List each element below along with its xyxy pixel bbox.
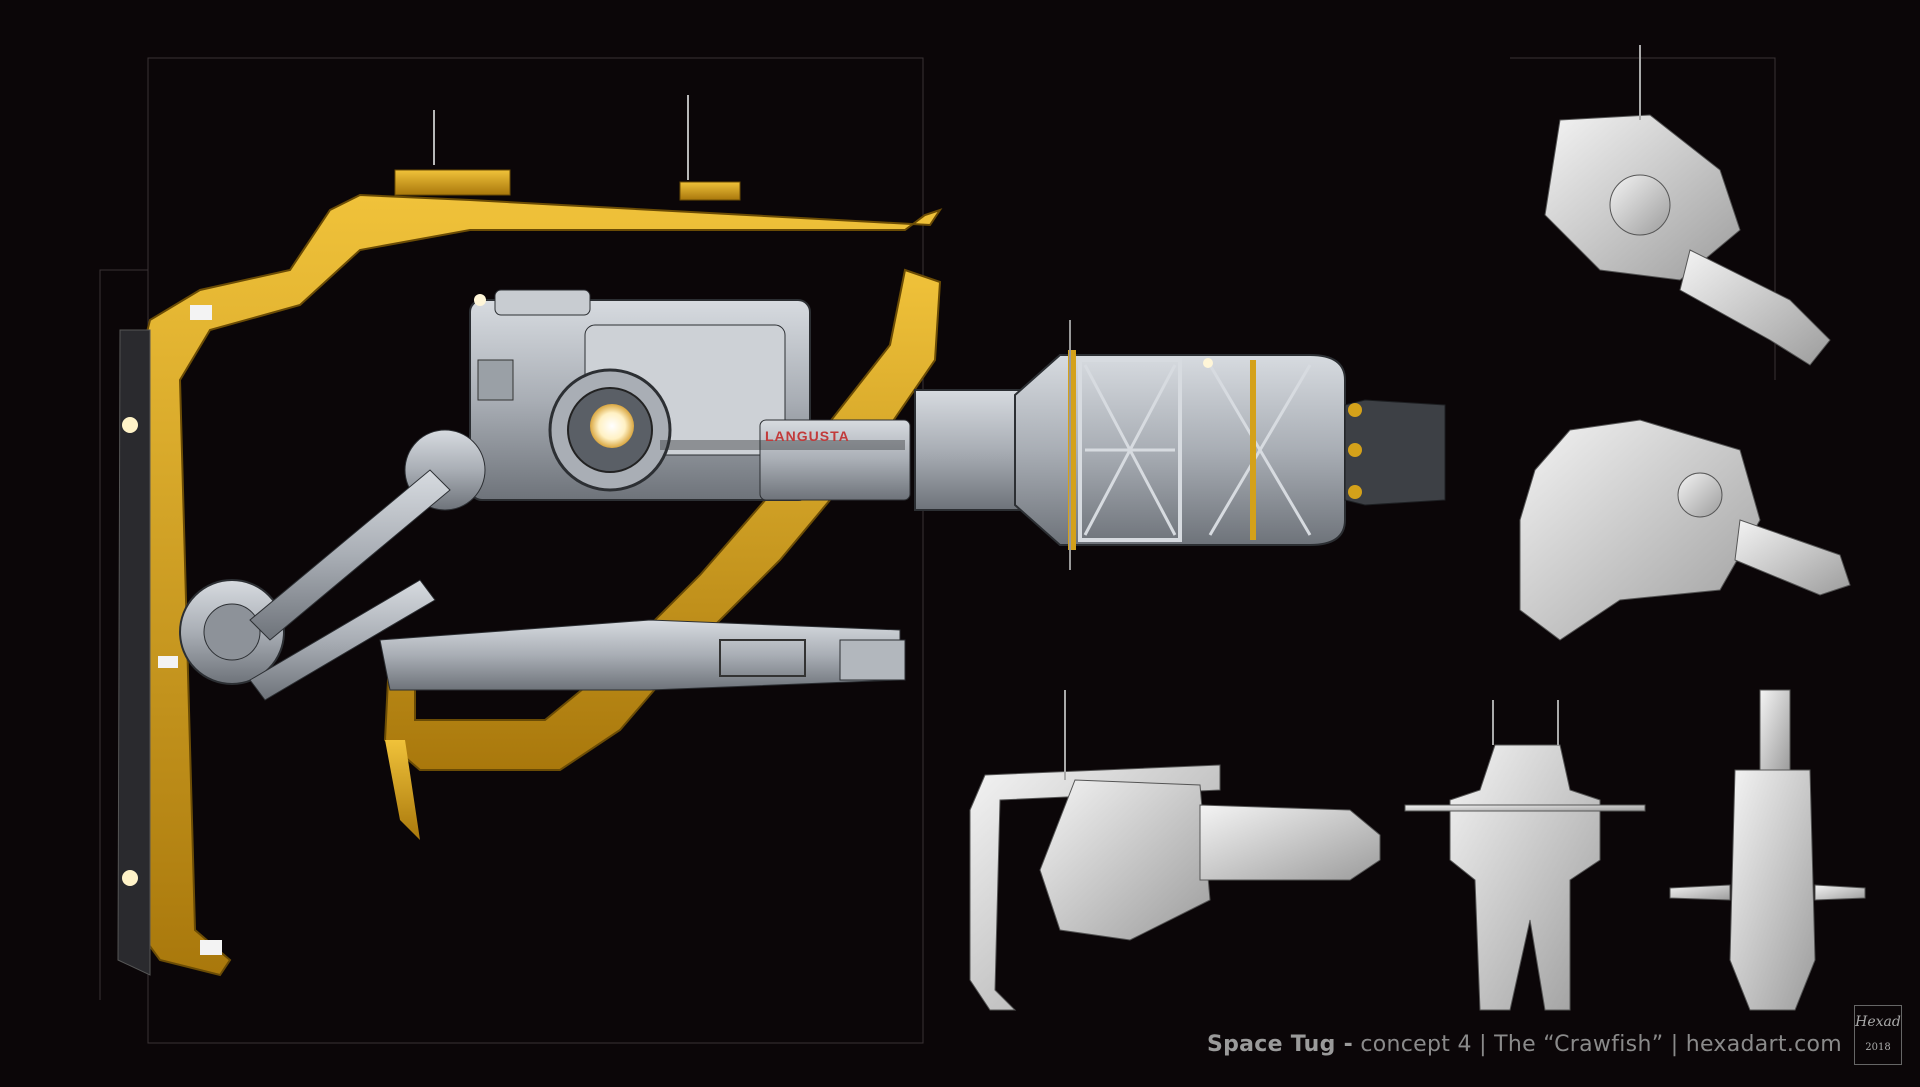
caption-separator: |	[1479, 1032, 1487, 1057]
artist-signature: Hexad 2018	[1854, 1005, 1902, 1065]
signature-year: 2018	[1865, 1042, 1891, 1053]
clay-view-side	[969, 690, 1381, 1011]
caption: Space Tug - concept 4 | The “Crawfish” |…	[1207, 1032, 1842, 1057]
clay-view-front	[1404, 700, 1646, 1011]
caption-concept: concept 4	[1360, 1032, 1472, 1057]
engine-module	[914, 320, 1446, 570]
central-hull	[469, 289, 911, 501]
caption-separator: |	[1670, 1032, 1679, 1057]
caption-site: hexadart.com	[1685, 1032, 1842, 1057]
main-tug-view	[117, 95, 1446, 977]
caption-name: The “Crawfish”	[1494, 1032, 1664, 1057]
clay-view-top-down	[1669, 689, 1866, 1011]
hydraulic-arm	[179, 429, 906, 701]
clay-view-top-right	[1544, 45, 1831, 366]
clay-view-right-middle	[1519, 419, 1851, 641]
caption-title: Space Tug -	[1206, 1032, 1354, 1057]
hull-label: LANGUSTA	[765, 428, 850, 444]
outer-yellow-frame	[117, 95, 943, 977]
signature-name: Hexad	[1855, 1014, 1901, 1030]
